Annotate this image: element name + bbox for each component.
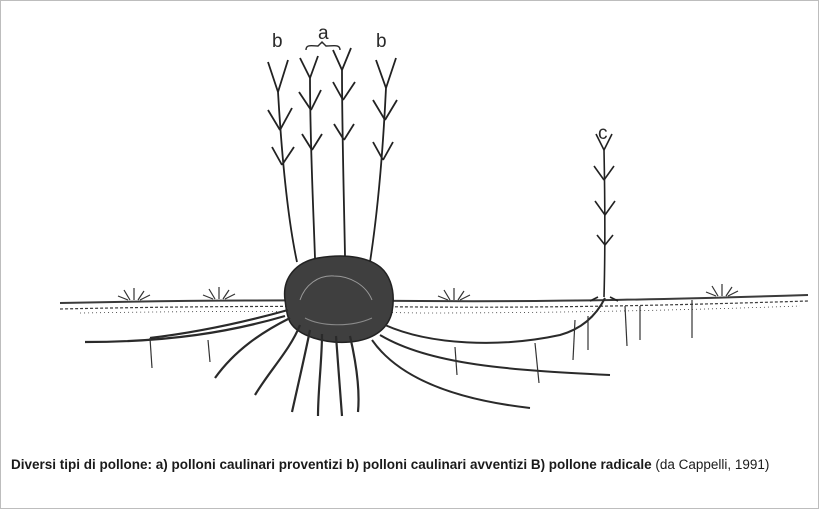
figure-caption: Diversi tipi di pollone: a) polloni caul… <box>11 456 801 473</box>
label-b-left: b <box>272 32 283 51</box>
root-sucker-c <box>590 134 618 301</box>
grass-tufts <box>118 284 738 300</box>
stump <box>285 256 394 342</box>
horizontal-root <box>372 298 610 408</box>
sucker-types-illustration <box>0 0 819 440</box>
label-c: c <box>598 124 608 143</box>
caption-credit: (da Cappelli, 1991) <box>655 457 769 472</box>
soil-surface <box>60 295 808 313</box>
stump-suckers <box>268 48 397 262</box>
fibrous-roots <box>150 300 692 383</box>
caption-text: Diversi tipi di pollone: a) polloni caul… <box>11 457 652 472</box>
label-a: a <box>318 24 329 43</box>
label-b-right: b <box>376 32 387 51</box>
